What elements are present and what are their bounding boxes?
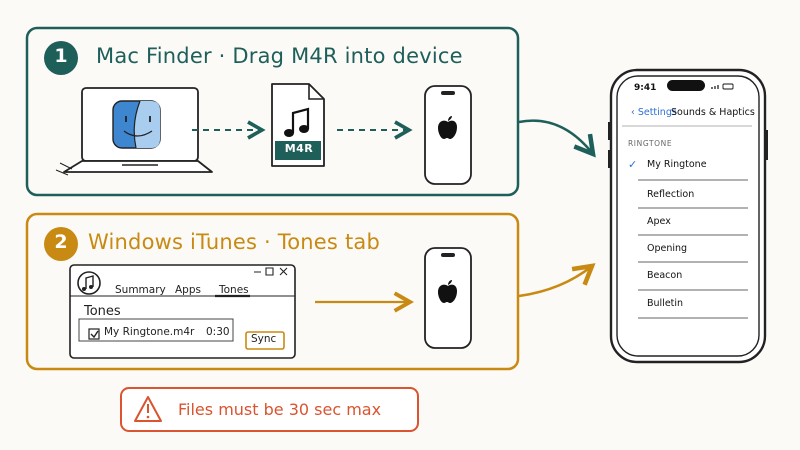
step-1-number: 1: [54, 45, 68, 67]
phone-back-label: Settings: [637, 107, 677, 118]
iphone-settings: [608, 68, 768, 364]
itunes-section-title: Tones: [84, 304, 121, 319]
chevron-left-icon: ‹: [631, 107, 638, 118]
warning-text: Files must be 30 sec max: [178, 400, 382, 419]
step-2-panel: [25, 212, 520, 371]
step-1-panel: [25, 26, 520, 197]
ringtone-item[interactable]: Reflection: [647, 189, 695, 200]
music-note-icon: [284, 107, 310, 137]
checkmark-icon: ✓: [628, 158, 638, 171]
warning-box: [120, 387, 419, 432]
arrow-step-2-to-phone: [518, 263, 596, 298]
ringtone-item[interactable]: Apex: [647, 216, 671, 227]
finder-icon: [112, 100, 161, 149]
itunes-tab-tones[interactable]: Tones: [219, 284, 249, 296]
step-2-title: Windows iTunes · Tones tab: [88, 230, 380, 254]
ringtone-item[interactable]: My Ringtone: [647, 159, 707, 170]
itunes-sync-button[interactable]: Sync: [251, 333, 277, 345]
itunes-window: [69, 264, 296, 359]
itunes-tab-apps[interactable]: Apps: [175, 284, 201, 296]
arrow-step-1-to-phone: [518, 119, 596, 158]
phone-section-label: RINGTONE: [628, 139, 673, 148]
apple-logo-icon: [438, 280, 457, 303]
phone-back-button[interactable]: ‹ Settings: [631, 107, 677, 118]
phone-status-time: 9:41: [634, 83, 657, 93]
itunes-tab-summary[interactable]: Summary: [115, 284, 166, 296]
ringtone-item[interactable]: Beacon: [647, 270, 683, 281]
apple-logo-icon: [438, 116, 457, 139]
itunes-file-duration: 0:30: [206, 326, 230, 338]
step-1-title: Mac Finder · Drag M4R into device: [96, 44, 463, 68]
ringtone-item[interactable]: Bulletin: [647, 298, 684, 309]
phone-screen-title: Sounds & Haptics: [671, 107, 755, 118]
step-1-badge: [44, 41, 78, 75]
itunes-file-name: My Ringtone.m4r: [104, 326, 195, 338]
warning-icon: [134, 396, 162, 422]
itunes-icon: [77, 271, 101, 295]
m4r-file-icon: [271, 83, 325, 167]
ringtone-item[interactable]: Opening: [647, 243, 688, 254]
step-2-number: 2: [54, 231, 68, 253]
step-2-badge: [44, 227, 78, 261]
m4r-file-label: M4R: [284, 142, 314, 155]
